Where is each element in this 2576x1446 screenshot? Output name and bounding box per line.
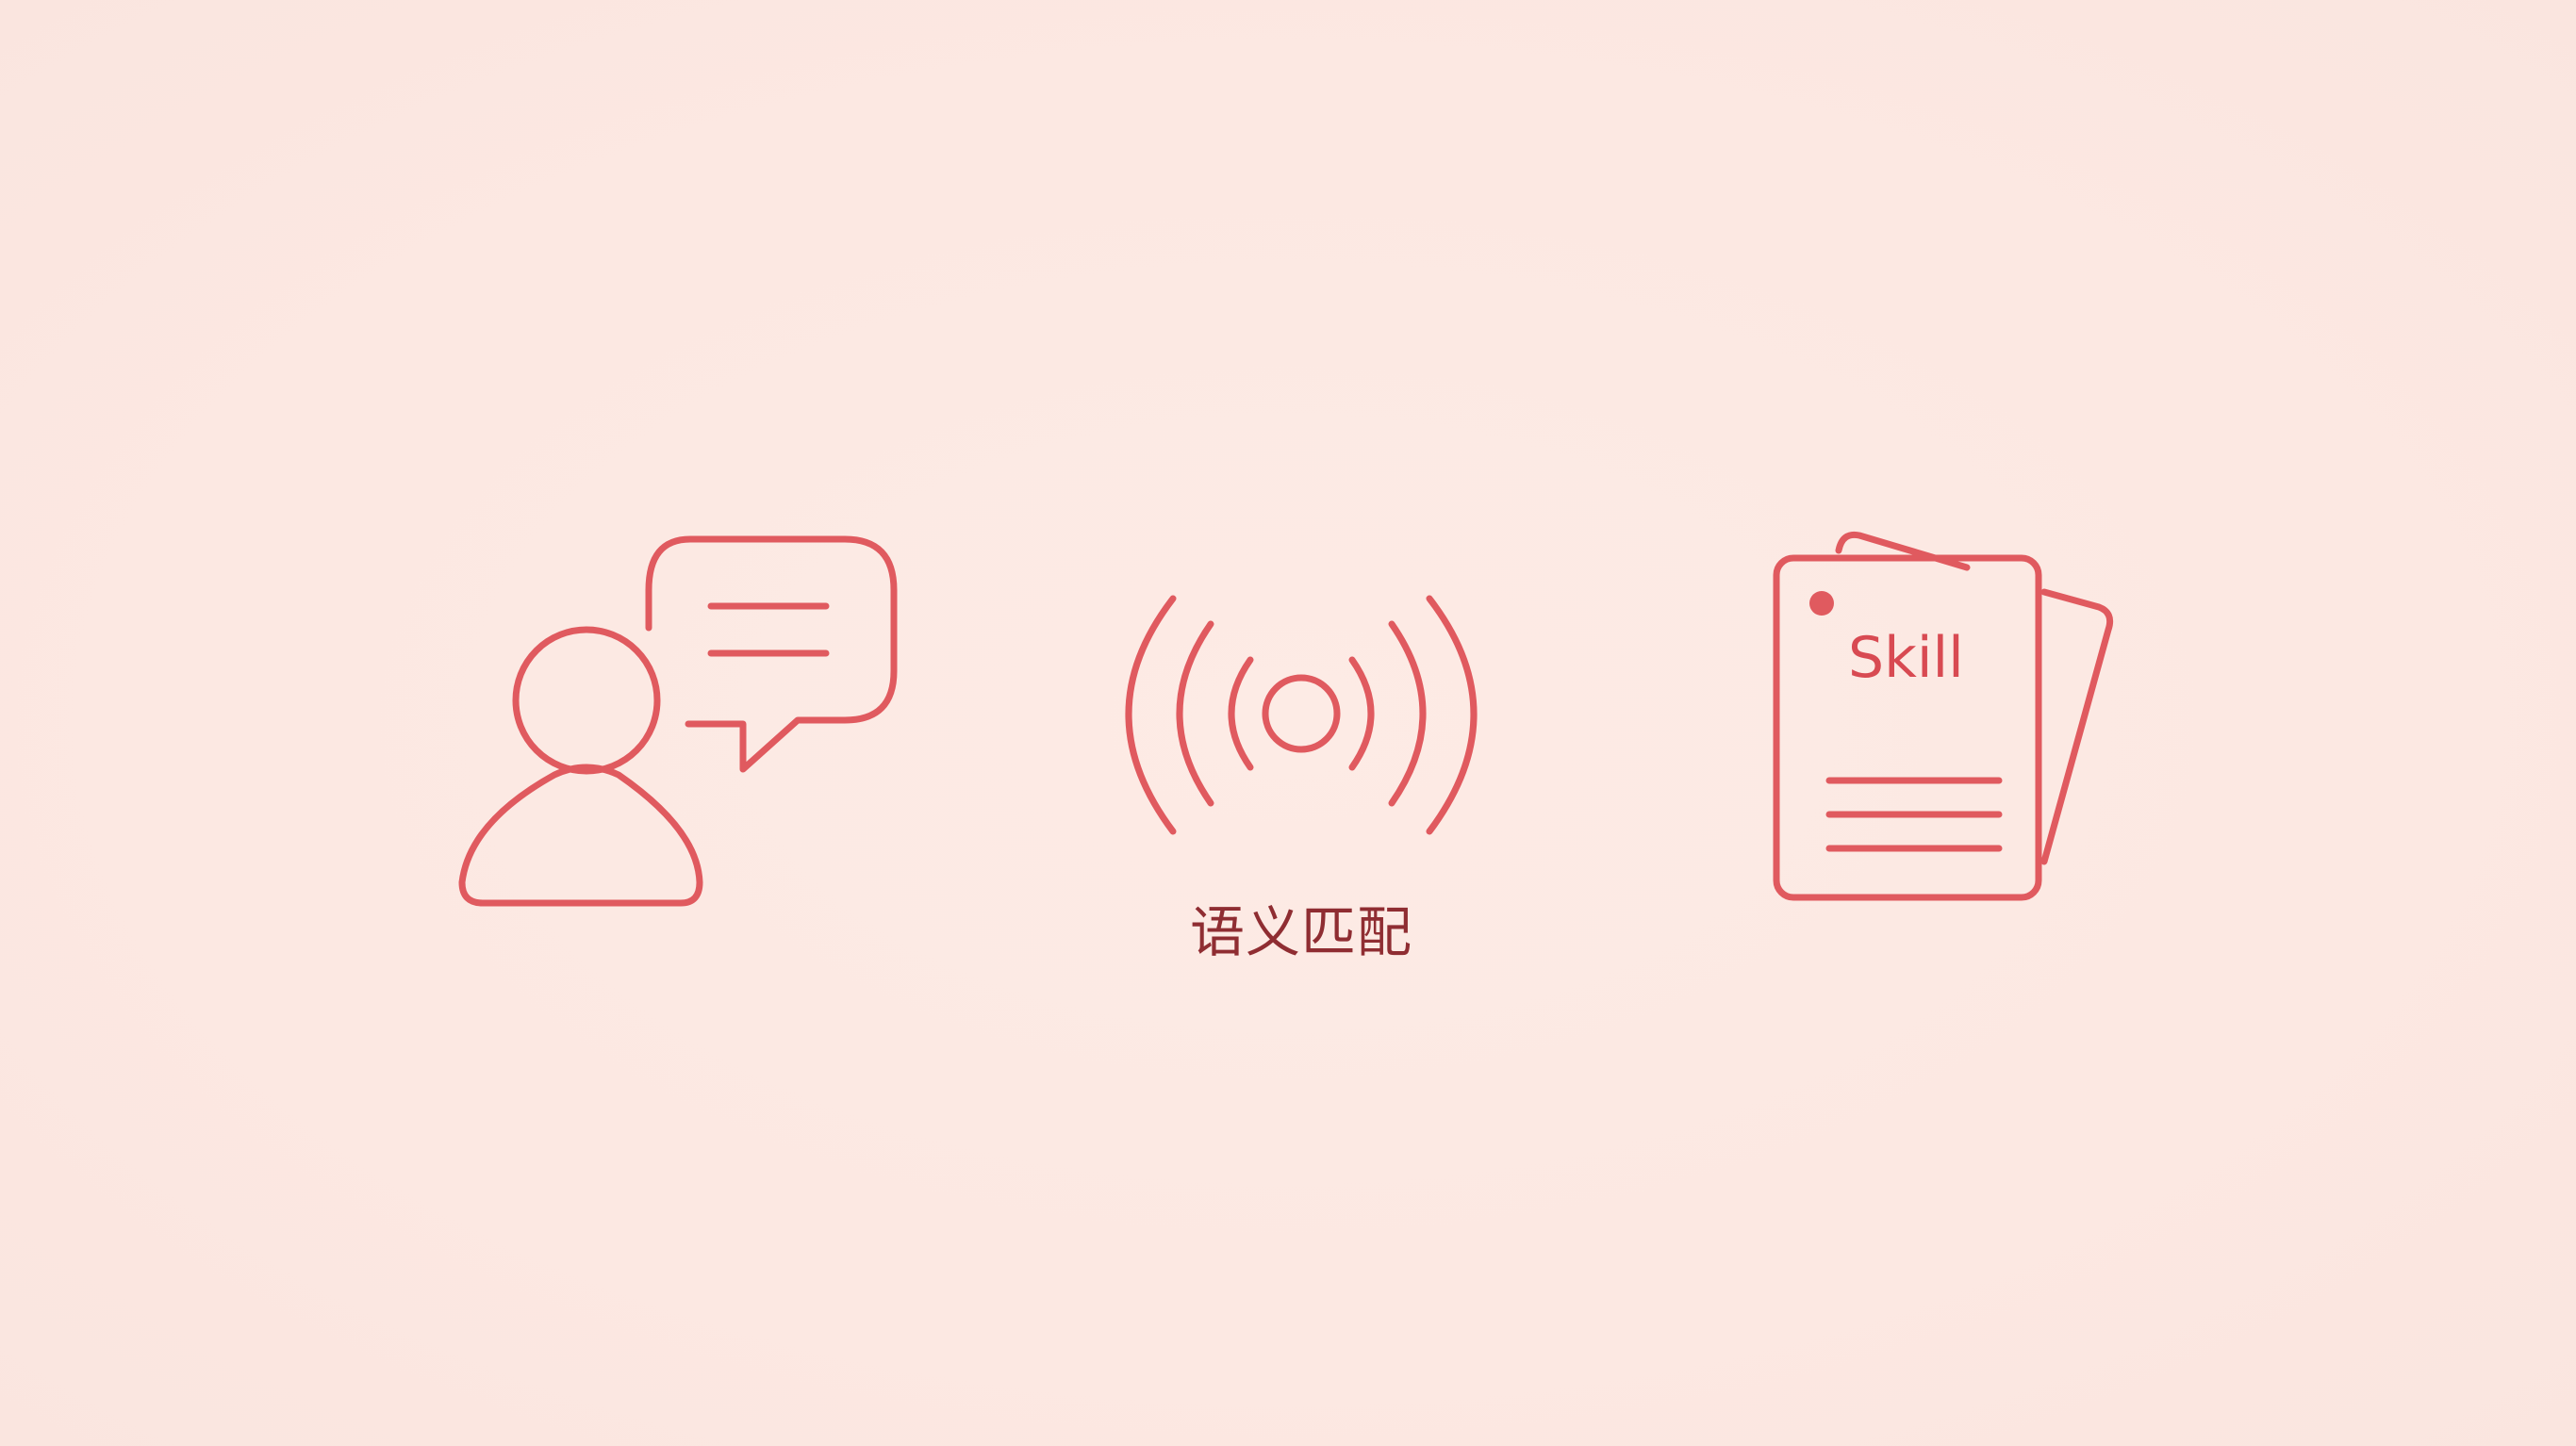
- user-chat-icon: [443, 528, 905, 924]
- signal-center-dot: [1262, 674, 1341, 753]
- wave-right-3: [1426, 595, 1478, 835]
- user-icon: [458, 626, 703, 907]
- wave-left-3: [1125, 595, 1177, 835]
- back-page-right-edge: [2040, 588, 2114, 865]
- wave-left-2: [1176, 620, 1214, 807]
- wave-left-1: [1228, 656, 1254, 771]
- speech-bubble-outline: [645, 535, 898, 773]
- page-dot-icon: [1809, 591, 1834, 616]
- back-page-icon: [1835, 531, 2114, 865]
- user-head: [512, 626, 661, 775]
- wave-right-2: [1388, 620, 1427, 807]
- front-page-icon: Skill: [1773, 554, 2042, 901]
- front-page-outline: [1773, 554, 2042, 901]
- semantic-matching-label: 语义匹配: [1189, 900, 1412, 964]
- back-page-top-edge: [1835, 531, 1971, 571]
- signal-waves-icon: [1103, 584, 1499, 848]
- skill-document-icon: Skill: [1763, 518, 2131, 914]
- user-body: [458, 764, 703, 907]
- wave-right-1: [1348, 656, 1375, 771]
- speech-bubble-icon: [645, 535, 898, 773]
- skill-label: Skill: [1848, 625, 1964, 691]
